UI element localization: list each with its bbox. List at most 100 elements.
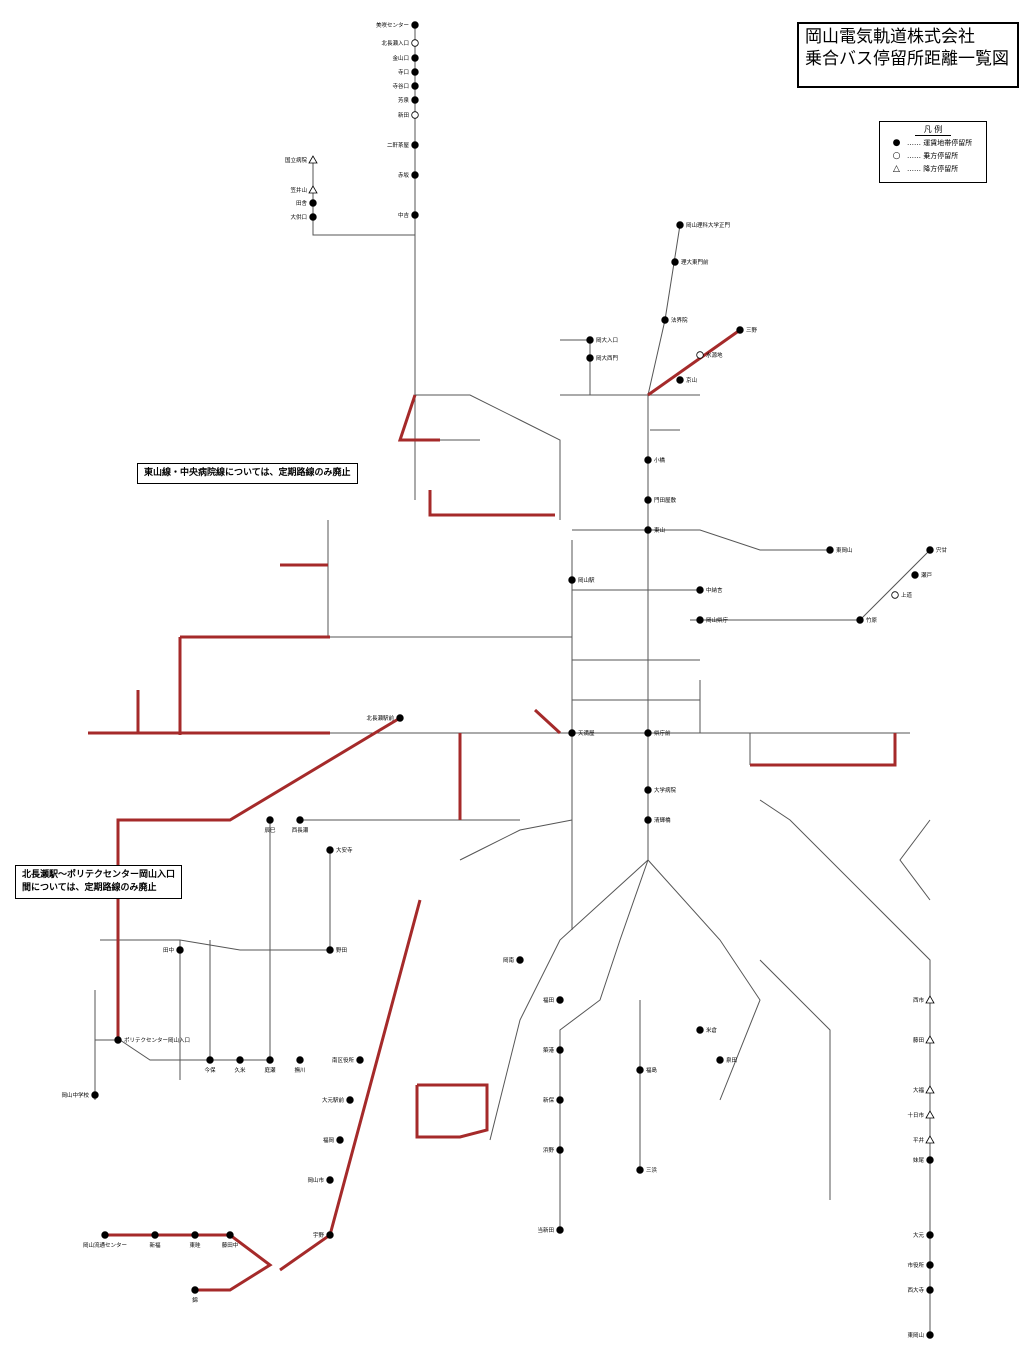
stop-filled-icon <box>266 1056 274 1064</box>
stop-filled-icon <box>826 546 834 554</box>
stop-label: 上道 <box>901 591 913 599</box>
stop-filled-icon <box>309 199 317 207</box>
legend-row: △ …… 降方停留所 <box>880 162 986 175</box>
stop-filled-icon <box>296 1056 304 1064</box>
stop-label: 二軒茶屋 <box>387 141 410 149</box>
notice-text: 間については、定期路線のみ廃止 <box>22 883 157 893</box>
stop-filled-icon <box>644 526 652 534</box>
stop-filled-icon <box>516 956 524 964</box>
stop-label: 岡山中学校 <box>61 1091 89 1099</box>
stop-filled-icon <box>556 1146 564 1154</box>
stop-filled-icon <box>151 1231 159 1239</box>
stop-triangle-icon <box>308 155 318 164</box>
stop-filled-icon <box>716 1056 724 1064</box>
stop-label: 東岡山 <box>836 546 853 554</box>
triangle-icon: △ <box>893 163 900 174</box>
stop-labels: 美咲センター北長瀬入口金山口寺口寺谷口芳泉新田二軒茶屋赤坂中吉笠井山田舎大供口国… <box>61 21 947 1339</box>
stop-label: 南区役所 <box>332 1056 355 1064</box>
stop-filled-icon <box>586 354 594 362</box>
stop-filled-icon <box>911 571 919 579</box>
stop-filled-icon <box>356 1056 364 1064</box>
open-circle-icon: ○ <box>892 150 901 161</box>
stop-label: 藤田中 <box>222 1241 239 1249</box>
legend-label: …… 運賃地帯停留所 <box>907 138 973 147</box>
stop-filled-icon <box>696 1026 704 1034</box>
stop-label: 撫川 <box>294 1066 305 1074</box>
stop-label: 岡山駅 <box>578 576 595 584</box>
stop-filled-icon <box>346 1096 354 1104</box>
stop-filled-icon <box>176 946 184 954</box>
stop-filled-icon <box>206 1056 214 1064</box>
legend-label: …… 降方停留所 <box>907 164 959 173</box>
stops <box>91 21 935 1339</box>
stop-filled-icon <box>676 376 684 384</box>
stop-filled-icon <box>926 1331 934 1339</box>
stop-label: 岡南 <box>503 956 515 964</box>
route-lines <box>88 25 931 1335</box>
stop-label: 藤田 <box>913 1036 924 1044</box>
stop-label: 福島 <box>646 1066 658 1074</box>
stop-label: 美咲センター <box>376 21 409 29</box>
stop-label: 今保 <box>204 1066 216 1074</box>
stop-triangle-icon <box>925 995 935 1004</box>
stop-filled-icon <box>586 336 594 344</box>
stop-label: 岡大西門 <box>596 354 619 362</box>
stop-filled-icon <box>91 1091 99 1099</box>
stop-label: 庭瀬 <box>264 1066 276 1074</box>
stop-label: 福田 <box>543 996 554 1004</box>
stop-filled-icon <box>411 96 419 104</box>
stop-label: 野田 <box>336 946 347 954</box>
stop-label: 市役所 <box>907 1261 924 1269</box>
stop-filled-icon <box>411 54 419 62</box>
stop-label: 竹原 <box>866 616 878 624</box>
stop-label: 西長瀬 <box>292 826 309 834</box>
stop-filled-icon <box>411 21 419 29</box>
stop-filled-icon <box>676 221 684 229</box>
stop-label: 岡山理科大学正門 <box>686 221 731 229</box>
stop-label: 中納言 <box>706 586 723 594</box>
stop-triangle-icon <box>925 1110 935 1119</box>
stop-label: 久米 <box>234 1066 246 1074</box>
stop-filled-icon <box>661 316 669 324</box>
stop-filled-icon <box>556 996 564 1004</box>
stop-filled-icon <box>736 326 744 334</box>
stop-filled-icon <box>671 258 679 266</box>
stop-filled-icon <box>926 1231 934 1239</box>
filled-circle-icon: ● <box>892 137 901 148</box>
stop-label: 寺谷口 <box>392 82 409 90</box>
stop-label: 笠井山 <box>290 186 307 194</box>
stop-triangle-icon <box>925 1135 935 1144</box>
stop-label: 辰巳 <box>264 827 276 834</box>
stop-label: 東山 <box>654 526 665 534</box>
stop-label: 大供口 <box>290 213 307 221</box>
stop-label: 築港 <box>543 1046 555 1054</box>
stop-label: 天満屋 <box>578 730 595 737</box>
stop-filled-icon <box>191 1286 199 1294</box>
legend-title: 凡 例 <box>915 124 951 136</box>
legend: 凡 例 ● …… 運賃地帯停留所 ○ …… 乗方停留所 △ …… 降方停留所 <box>879 121 987 183</box>
map-title-box: 岡山電気軌道株式会社 乗合バス停留所距離一覧図 <box>797 22 1019 88</box>
stop-filled-icon <box>556 1226 564 1234</box>
stop-filled-icon <box>191 1231 199 1239</box>
stop-label: 理大東門前 <box>681 258 709 266</box>
stop-label: 水源地 <box>706 351 723 359</box>
stop-filled-icon <box>696 616 704 624</box>
stop-filled-icon <box>236 1056 244 1064</box>
notice-kitanagase: 北長瀬駅～ポリテクセンター岡山入口 間については、定期路線のみ廃止 <box>15 865 183 899</box>
notice-higashiyama: 東山線・中央病院線については、定期路線のみ廃止 <box>137 463 358 484</box>
stop-filled-icon <box>411 211 419 219</box>
stop-label: 田中 <box>163 946 174 954</box>
stop-open-icon <box>696 351 704 359</box>
stop-label: 岡山流通センター <box>83 1241 127 1249</box>
stop-filled-icon <box>411 82 419 90</box>
stop-label: 中吉 <box>398 211 410 219</box>
stop-label: 大学病院 <box>654 786 677 794</box>
stop-filled-icon <box>336 1136 344 1144</box>
stop-label: 浜野 <box>543 1146 555 1154</box>
stop-triangle-icon <box>308 185 318 194</box>
stop-label: 西大寺 <box>907 1286 924 1294</box>
stop-label: 大元 <box>913 1231 925 1239</box>
stop-label: 金山口 <box>392 54 409 62</box>
legend-label: …… 乗方停留所 <box>907 151 959 160</box>
